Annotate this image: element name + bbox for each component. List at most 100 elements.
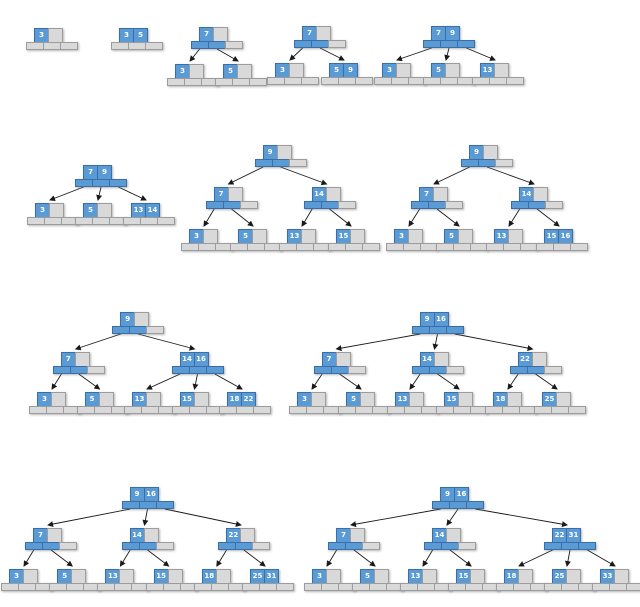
empty-key-cell (494, 63, 509, 78)
pointer-cell-empty (458, 542, 476, 550)
key-cell: 9 (445, 26, 460, 41)
empty-key-cell (458, 392, 473, 407)
pointer-cell-empty (570, 243, 588, 251)
key-cell: 13 (287, 229, 302, 244)
pointer-cell-empty (59, 542, 78, 550)
empty-key-cell (134, 312, 150, 327)
pointer-row (191, 41, 243, 49)
empty-key-cell (350, 528, 365, 543)
key-row: 13 (494, 229, 523, 244)
key-cell: 7 (321, 352, 337, 367)
key-row: 13 (408, 569, 437, 584)
pointer-cell-empty (276, 583, 294, 591)
arrow (227, 166, 264, 185)
pointer-cell-empty (27, 217, 45, 225)
pointer-cell-empty (321, 77, 339, 85)
pointer-cell-empty (60, 42, 78, 50)
pointer-row (496, 583, 548, 591)
pointer-cell-empty (472, 77, 490, 85)
key-row: 14 (432, 528, 461, 543)
pointer-row (123, 217, 175, 225)
pointer-cell-used (461, 159, 479, 167)
key-cell: 13 (131, 203, 146, 218)
key-cell: 15 (456, 569, 471, 584)
pointer-row (111, 42, 163, 50)
arrow (147, 549, 170, 567)
key-cell: 25 (542, 392, 557, 407)
pointer-row (544, 583, 596, 591)
pointer-cell-used (449, 501, 467, 509)
pointer-cell-used (112, 326, 131, 334)
pointer-row (448, 583, 500, 591)
empty-key-cell (566, 569, 581, 584)
pointer-row (279, 243, 331, 251)
pointer-cell-empty (369, 583, 387, 591)
arrow (339, 373, 362, 390)
pointer-cell-empty (188, 406, 207, 414)
arrow (449, 549, 472, 567)
pointer-cell-empty (145, 583, 164, 591)
arrow (146, 373, 181, 390)
pointer-cell-empty (288, 159, 307, 167)
btree-node: 3 (29, 392, 81, 415)
btree-node: 3 (27, 203, 79, 226)
btree-node: 9 (112, 312, 165, 335)
key-cell: 7 (431, 26, 446, 41)
btree-node: 5 (76, 392, 129, 415)
key-row: 25 (542, 392, 571, 407)
arrow (436, 208, 460, 227)
pointer-cell-empty (157, 217, 175, 225)
empty-key-cell (97, 203, 112, 218)
pointer-cell-used (440, 40, 458, 48)
empty-key-cell (146, 392, 161, 407)
key-row: 3 (297, 392, 326, 407)
pointer-cell-empty (279, 243, 297, 251)
pointer-cell-empty (230, 243, 248, 251)
pointer-cell-empty (86, 366, 105, 374)
arrow (466, 47, 496, 61)
btree-node: 15 (328, 229, 380, 252)
pointer-cell-empty (93, 406, 112, 414)
key-cell: 22 (517, 352, 533, 367)
pointer-cell-used (52, 366, 71, 374)
btree-node: 7 (411, 187, 463, 210)
btree-node: 3 (289, 392, 341, 415)
pointer-row (254, 159, 307, 167)
pointer-cell-empty (338, 77, 356, 85)
pointer-cell-empty (485, 406, 503, 414)
pointer-cell-empty (328, 243, 346, 251)
key-cell: 5 (444, 229, 459, 244)
pointer-cell-used (294, 40, 312, 48)
pointer-cell-empty (502, 406, 520, 414)
pointer-cell-empty (49, 583, 68, 591)
key-cell: 5 (223, 64, 238, 79)
btree-node: 3 (26, 28, 78, 51)
arrow (446, 508, 459, 526)
pointer-cell-used (303, 201, 322, 209)
key-cell: 14 (519, 187, 534, 202)
btree-node: 13 (97, 569, 150, 592)
pointer-cell-used (457, 40, 475, 48)
pointer-row (215, 78, 267, 86)
pointer-cell-used (138, 501, 157, 509)
empty-key-cell (71, 569, 87, 584)
pointer-cell-empty (551, 406, 569, 414)
btree-node: 18 (485, 392, 537, 415)
pointer-row (145, 583, 198, 591)
key-row: 13 (132, 392, 161, 407)
pointer-cell-empty (92, 217, 110, 225)
arrow (432, 333, 439, 350)
pointer-cell-empty (545, 201, 563, 209)
pointer-row (472, 77, 524, 85)
empty-key-cell (239, 528, 255, 543)
pointer-cell-used (411, 326, 430, 334)
btree-node: 5 (75, 203, 127, 226)
pointer-cell-empty (387, 406, 405, 414)
pointer-row (76, 406, 129, 414)
pointer-cell-empty (417, 583, 435, 591)
pointer-cell-used (271, 159, 290, 167)
